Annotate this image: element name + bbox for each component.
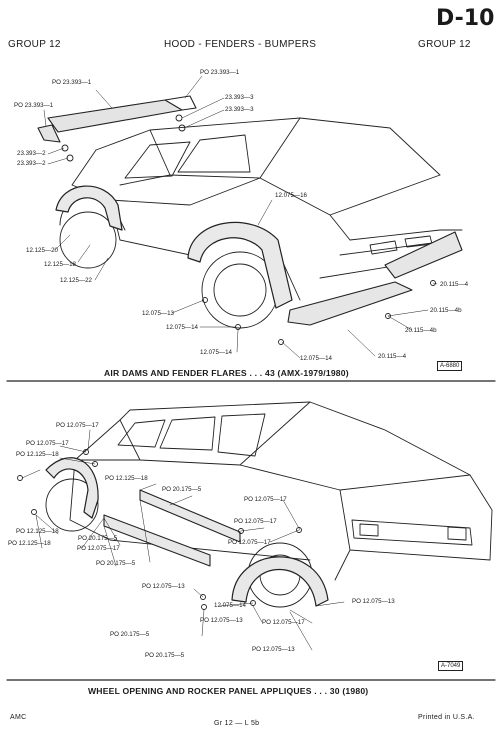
page-number: D-10 (436, 6, 495, 31)
part-label: PO 12.125—18 (8, 540, 51, 547)
wagon-car-drawing (45, 401, 493, 608)
part-label: 12.075—14 (214, 602, 246, 609)
figure1-id: A-6880 (437, 361, 463, 371)
part-label: 23.393—3 (225, 106, 254, 113)
figure2-caption: WHEEL OPENING AND ROCKER PANEL APPLIQUES… (88, 686, 369, 696)
footer-left: AMC (10, 714, 27, 721)
part-label: PO 20.175—5 (110, 631, 150, 638)
rear-fender-flare (55, 185, 123, 231)
figure1-caption: AIR DAMS AND FENDER FLARES . . . 43 (AMX… (104, 368, 349, 378)
part-label: PO 12.075—17 (228, 539, 271, 546)
group-label-right: GROUP 12 (418, 39, 471, 50)
part-label: PO 20.175—5 (145, 652, 185, 659)
part-label: PO 12.075—17 (244, 496, 287, 503)
part-label: PO 12.075—17 (26, 440, 69, 447)
part-label: PO 12.075—13 (142, 583, 185, 590)
part-label: PO 12.125—18 (16, 528, 59, 535)
part-label: PO 23.393—1 (14, 102, 54, 109)
part-label: PO 12.125—18 (16, 451, 59, 458)
part-label: 12.075—14 (166, 324, 198, 331)
part-label: PO 20.175—5 (162, 486, 202, 493)
part-label: 20.115—4b (405, 327, 437, 334)
rear-spoiler (37, 95, 197, 143)
front-wheel-opening-applique (231, 556, 329, 607)
footer-center: Gr 12 — L 5b (214, 720, 260, 727)
part-label: PO 23.393—1 (52, 79, 92, 86)
footer-right: Printed in U.S.A. (418, 714, 475, 721)
part-label: PO 20.175—5 (96, 560, 136, 567)
part-label: PO 12.075—13 (252, 646, 295, 653)
part-label: 12.125—22 (60, 277, 92, 284)
part-label: 12.075—14 (200, 349, 232, 356)
rocker-panel-applique (103, 489, 241, 567)
part-label: PO 12.075—17 (77, 545, 120, 552)
part-label: PO 12.075—17 (262, 619, 305, 626)
part-label: 12.125—20 (26, 247, 58, 254)
figure2-id: A-7049 (438, 661, 464, 671)
rear-wheel-opening-applique (45, 457, 99, 519)
part-label: 23.393—2 (17, 160, 46, 167)
part-label: 23.393—2 (17, 150, 46, 157)
part-label: 12.125—18 (44, 261, 76, 268)
group-label-left: GROUP 12 (8, 39, 61, 50)
part-label: 12.075—13 (142, 310, 174, 317)
part-label: 23.393—3 (225, 94, 254, 101)
part-label: PO 12.075—17 (234, 518, 277, 525)
part-label: 20.115—4 (440, 281, 469, 288)
part-label: PO 12.125—18 (105, 475, 148, 482)
part-label: PO 12.075—13 (200, 617, 243, 624)
part-label: PO 12.075—17 (56, 422, 99, 429)
part-label: PO 20.175—5 (78, 535, 118, 542)
front-fender-flare (187, 221, 293, 309)
part-label: PO 12.075—13 (352, 598, 395, 605)
part-label: 12.075—16 (275, 192, 307, 199)
part-label: 20.115—4 (378, 353, 407, 360)
page-title: HOOD - FENDERS - BUMPERS (164, 39, 317, 50)
part-label: 20.115—4b (430, 307, 462, 314)
part-label: 12.075—14 (300, 355, 332, 362)
part-label: PO 23.393—1 (200, 69, 240, 76)
front-air-dam (287, 231, 463, 326)
